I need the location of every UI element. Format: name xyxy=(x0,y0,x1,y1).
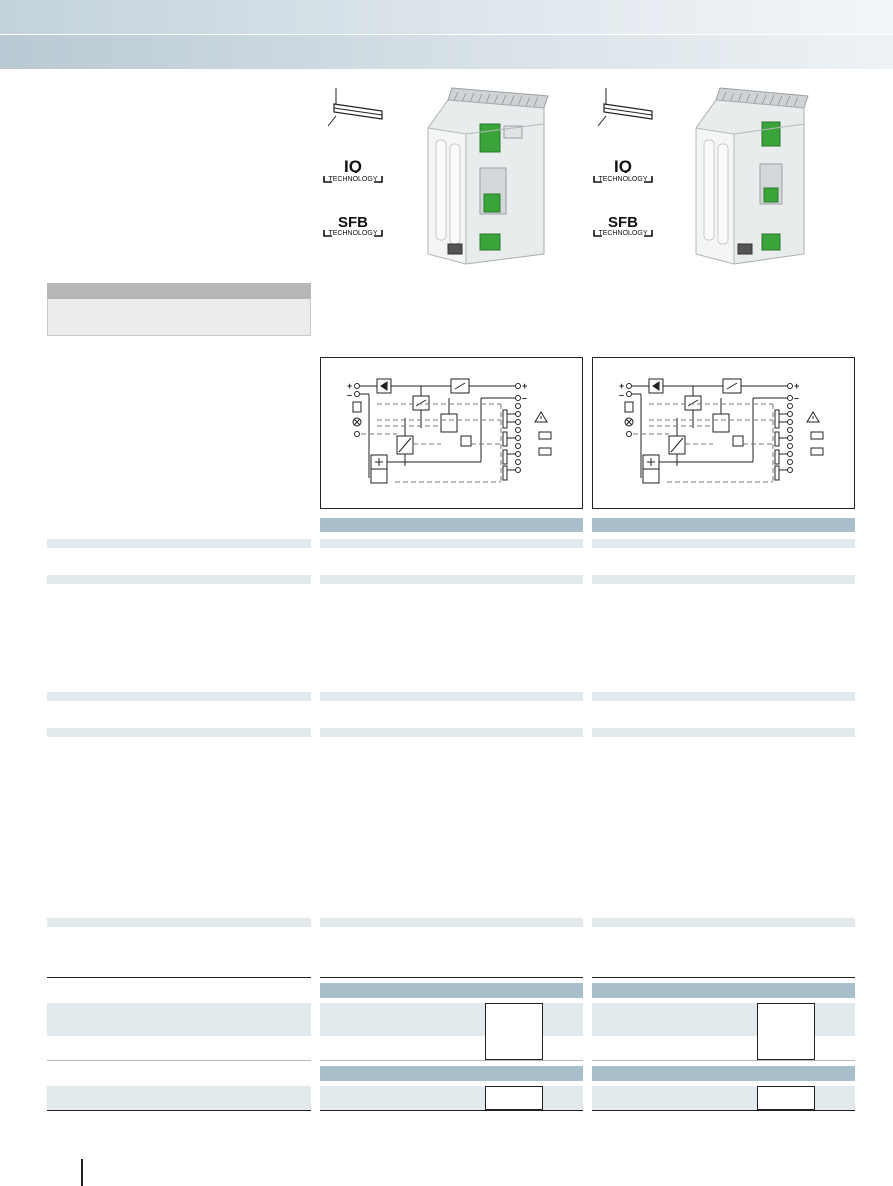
power-supply-unit-image xyxy=(695,87,809,265)
table-row xyxy=(592,575,855,584)
svg-text:–: – xyxy=(347,390,352,400)
row-divider xyxy=(320,1060,583,1061)
sfb-logo-text: SFB xyxy=(338,214,368,231)
iq-technology-logo: IQ TECHNOLOGY xyxy=(593,157,653,183)
block-diagram-frame: + – + – xyxy=(592,357,855,509)
sfb-technology-text: TECHNOLOGY xyxy=(328,230,377,237)
ordering-row xyxy=(47,1003,311,1036)
info-box-header xyxy=(47,283,311,299)
section-rule xyxy=(320,977,583,978)
accessory-column-header xyxy=(592,1066,855,1081)
iq-logo-text: IQ xyxy=(344,157,362,176)
iq-logo-text: IQ xyxy=(614,157,632,176)
ordering-column-header xyxy=(320,983,583,998)
order-number-cell xyxy=(757,1003,815,1060)
accessory-row xyxy=(592,1086,855,1110)
table-row xyxy=(592,692,855,701)
table-row xyxy=(47,539,311,548)
row-divider xyxy=(592,1060,855,1061)
table-row xyxy=(592,918,855,927)
accessory-row xyxy=(47,1086,311,1110)
row-divider xyxy=(47,1060,311,1061)
power-supply-unit-image xyxy=(427,87,549,265)
table-row xyxy=(592,728,855,737)
svg-text:+: + xyxy=(619,381,624,391)
block-diagram-frame: + – + – xyxy=(320,357,583,509)
sfb-technology-logo: SFB TECHNOLOGY xyxy=(323,214,383,238)
table-row xyxy=(320,539,583,548)
svg-text:–: – xyxy=(794,393,799,403)
column-header xyxy=(320,518,583,532)
accessory-column-header xyxy=(320,1066,583,1081)
table-row xyxy=(47,918,311,927)
ordering-row xyxy=(592,1003,855,1036)
table-row xyxy=(320,575,583,584)
table-row xyxy=(320,692,583,701)
order-number-cell xyxy=(485,1003,543,1060)
section-rule xyxy=(592,977,855,978)
page-header-band xyxy=(0,0,893,34)
section-rule xyxy=(47,977,311,978)
table-row xyxy=(47,575,311,584)
table-row xyxy=(47,692,311,701)
table-bottom-rule xyxy=(47,1110,311,1111)
table-row xyxy=(47,728,311,737)
accessory-number-cell xyxy=(485,1086,543,1110)
accessory-number-cell xyxy=(757,1086,815,1110)
svg-text:+: + xyxy=(347,381,352,391)
column-header xyxy=(592,518,855,532)
table-bottom-rule xyxy=(320,1110,583,1111)
sfb-logo-text: SFB xyxy=(608,214,638,231)
table-row xyxy=(320,728,583,737)
svg-text:+: + xyxy=(522,381,527,391)
table-bottom-rule xyxy=(592,1110,855,1111)
iq-technology-text: TECHNOLOGY xyxy=(598,176,647,183)
ordering-row xyxy=(320,1003,583,1036)
svg-text:–: – xyxy=(522,393,527,403)
iq-technology-text: TECHNOLOGY xyxy=(328,176,377,183)
table-row xyxy=(592,539,855,548)
svg-text:+: + xyxy=(794,381,799,391)
page-footer-bar xyxy=(81,1159,83,1186)
sfb-technology-logo: SFB TECHNOLOGY xyxy=(593,214,653,238)
block-diagram-icon: + – + – xyxy=(347,378,552,484)
svg-text:–: – xyxy=(619,390,624,400)
din-rail-icon xyxy=(597,88,653,127)
ordering-column-header xyxy=(592,983,855,998)
section-header-band xyxy=(0,35,893,69)
din-rail-icon xyxy=(327,88,383,127)
table-row xyxy=(320,918,583,927)
block-diagram-icon: + – + – xyxy=(619,378,824,484)
sfb-technology-text: TECHNOLOGY xyxy=(598,230,647,237)
accessory-row xyxy=(320,1086,583,1110)
iq-technology-logo: IQ TECHNOLOGY xyxy=(323,157,383,183)
